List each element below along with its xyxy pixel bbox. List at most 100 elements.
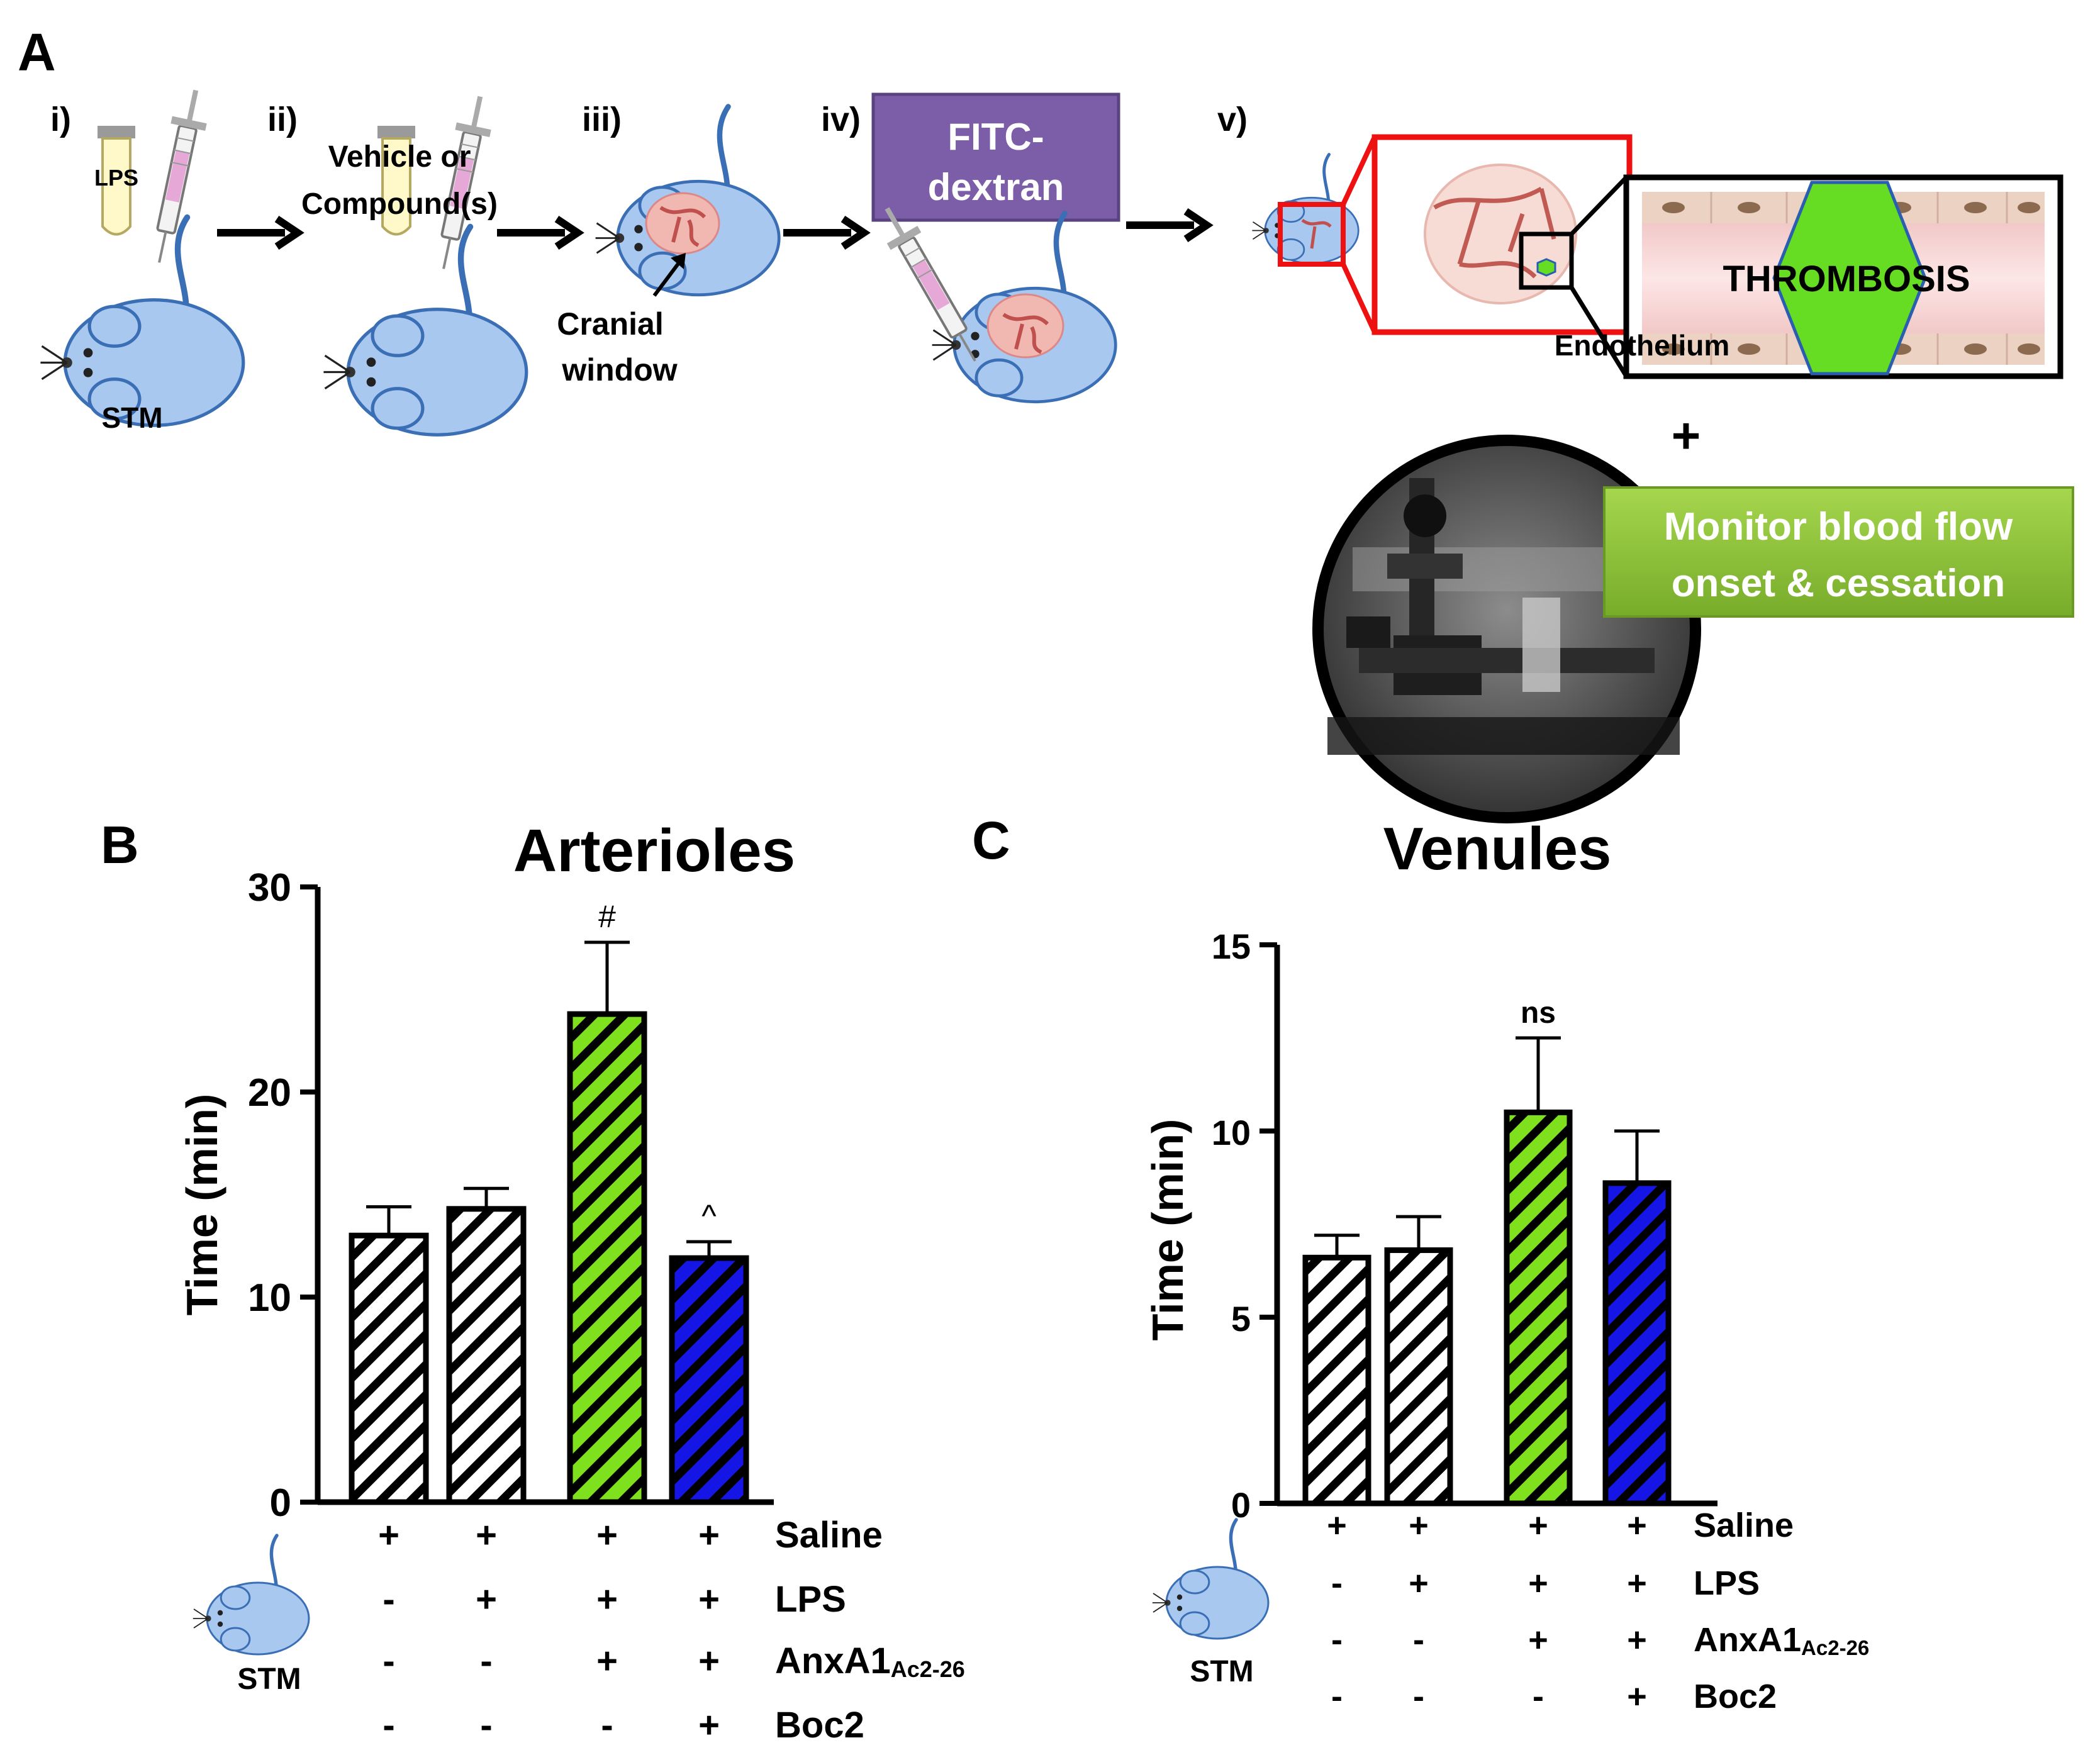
zoom-box-small [1278,202,1346,267]
cranial-label-line2: window [561,352,677,387]
treatment-sign: + [476,1579,497,1620]
stm-label: STM [101,401,162,434]
treatment-label: Saline [1694,1507,1794,1544]
treatment-sign: - [1331,1564,1343,1602]
significance-label: ^ [701,1198,717,1234]
step-iii-label: iii) [582,101,622,138]
panel-a: A i) LPS STM ii) Vehicle or Compound(s) … [18,23,2074,823]
step-i-label: i) [50,101,71,138]
bar [567,1011,647,1505]
chart-title: Arterioles [513,817,795,884]
vessel-icon [1301,218,1332,249]
thrombosis-label: THROMBOSIS [1723,259,1970,299]
microscope-photo [1312,435,1701,823]
treatment-sign: - [1413,1678,1424,1715]
treatment-sign: + [1627,1564,1647,1602]
bar [1384,1247,1453,1507]
treatment-sign: + [1627,1507,1647,1544]
step-v-label: v) [1217,101,1248,138]
pointer-arrow-icon [652,257,684,297]
cranial-window-shape [645,192,720,255]
vehicle-label-line2: Compound(s) [301,187,498,221]
panel-b-letter: B [101,815,139,874]
y-tick-label: 5 [1231,1299,1251,1339]
plus-sign: + [1672,408,1701,464]
treatment-sign: + [476,1515,497,1556]
thrombus-hexagon [1772,181,1927,376]
pointer-arrowhead-icon [671,253,686,269]
mouse-icon [323,227,526,435]
thrombus-icon [1536,258,1556,277]
stm-label: STM [1190,1655,1253,1688]
zoom-line [1341,263,1377,333]
bar [669,1255,749,1505]
treatment-label: AnxA1Ac2-26 [775,1641,965,1682]
treatment-sign: - [480,1641,492,1681]
zoom-line [1570,176,1628,236]
arrow-icon [783,219,864,247]
mouse-icon [193,1535,309,1654]
vessel-icon [1002,313,1049,354]
fitc-label-line1: FITC- [947,116,1044,158]
treatment-sign: - [1533,1678,1544,1715]
stm-label: STM [237,1663,301,1696]
treatment-sign: + [1627,1621,1647,1659]
treatment-sign: - [383,1579,394,1620]
treatment-label: Saline [775,1515,883,1556]
bar [1504,1109,1573,1507]
treatment-sign: - [383,1641,394,1681]
treatment-sign: + [1327,1507,1347,1544]
lps-label: LPS [94,165,138,191]
endothelium-label: Endothelium [1555,329,1730,362]
treatment-sign: - [601,1705,613,1746]
y-tick-label: 15 [1212,927,1251,966]
y-tick-label: 0 [270,1481,291,1525]
bar [1602,1180,1672,1507]
treatment-sign: + [1528,1564,1548,1602]
zoom-box-tiny [1519,231,1574,290]
arrow-icon [497,219,578,247]
treatment-label: AnxA1Ac2-26 [1694,1621,1869,1659]
step-ii-label: ii) [267,101,298,138]
y-tick-label: 10 [248,1276,291,1320]
step-iv-label: iv) [821,101,861,138]
treatment-sign: + [596,1579,618,1620]
arrow-icon [1126,211,1207,239]
treatment-sign: - [480,1705,492,1746]
bar [349,1232,429,1505]
mouse-icon [1153,1520,1268,1639]
chart-title: Venules [1383,815,1612,883]
vessel-icon [659,206,707,247]
fitc-label-line2: dextran [928,166,1064,208]
significance-label: # [598,899,616,934]
monitor-label-line2: onset & cessation [1672,562,2006,605]
treatment-sign: + [1409,1507,1429,1544]
treatment-sign: + [698,1515,720,1556]
significance-label: ns [1521,996,1556,1030]
treatment-label: Boc2 [775,1705,864,1746]
panel-c-letter: C [972,811,1010,870]
treatment-sign: + [1409,1564,1429,1602]
treatment-sign: + [596,1515,618,1556]
mouse-icon [40,218,243,426]
treatment-sign: - [1331,1621,1343,1659]
cranial-window-shape [986,293,1064,359]
treatment-sign: + [1528,1621,1548,1659]
bar [1302,1254,1371,1507]
cranial-label-line1: Cranial [557,306,664,342]
zoom-line [1570,286,1628,377]
fitc-dextran-box [871,92,1120,222]
panel-a-letter: A [18,23,56,82]
treatment-sign: - [1413,1621,1424,1659]
treatment-sign: + [596,1641,618,1681]
monitor-box [1603,486,2074,618]
vehicle-label-line1: Vehicle or [328,140,471,174]
monitor-label-line1: Monitor blood flow [1664,505,2013,549]
vessel-icon [1433,186,1556,279]
bars: ns [1302,996,1672,1507]
treatment-sign: + [698,1705,720,1746]
treatment-table: ++++Saline-+++LPS--++AnxA1Ac2-26---+Boc2 [378,1515,965,1746]
treatment-label: Boc2 [1694,1678,1777,1715]
